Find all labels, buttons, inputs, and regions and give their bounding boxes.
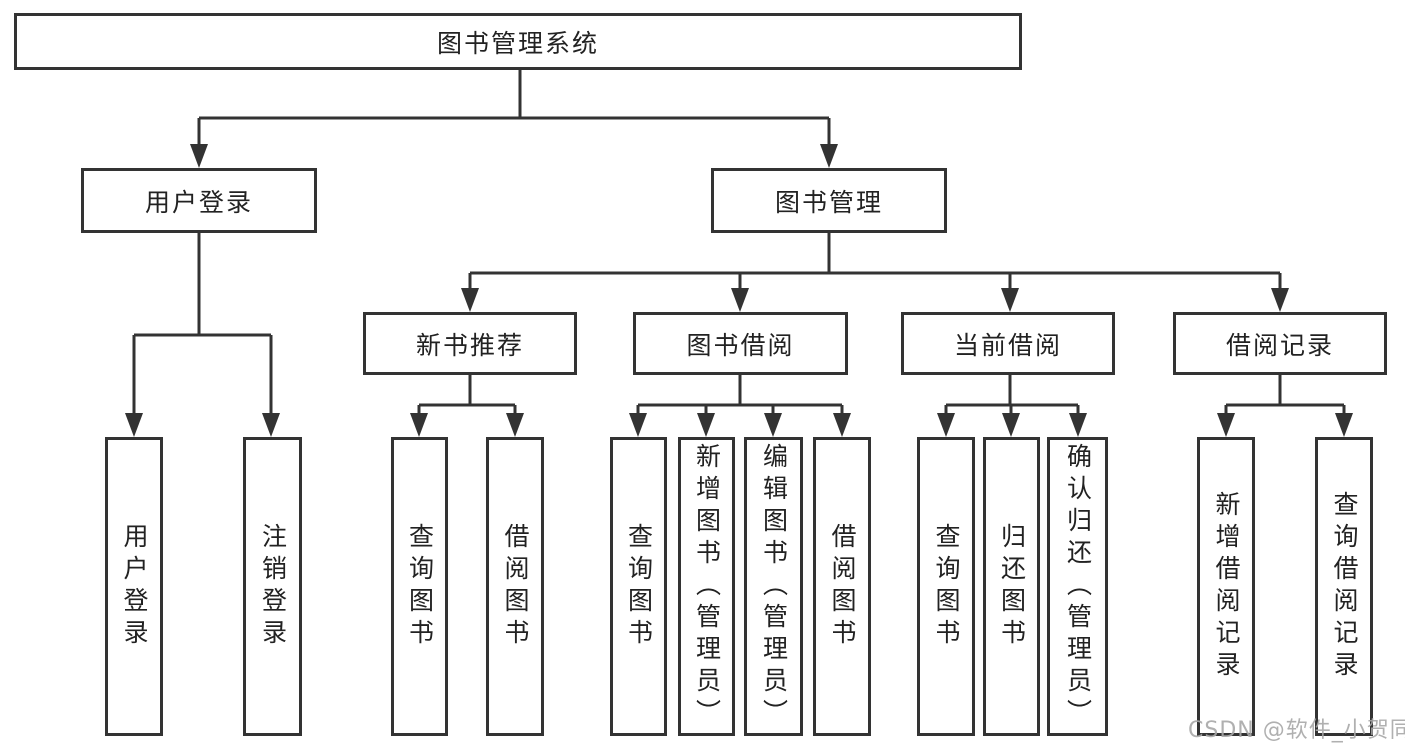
arrowhead xyxy=(1217,413,1235,437)
leaf-label: 编辑图书（管理员） xyxy=(759,442,789,731)
arrowhead xyxy=(1001,288,1019,312)
arrowhead xyxy=(262,413,280,437)
leaf-borrow-edit-books-admin: 编辑图书（管理员） xyxy=(744,437,803,736)
arrowhead xyxy=(461,288,479,312)
connector-user-to-leaves xyxy=(125,233,280,437)
leaf-label: 查询图书 xyxy=(932,522,961,651)
leaf-records-query-borrow-record: 查询借阅记录 xyxy=(1315,437,1373,736)
connector-root-to-level2 xyxy=(190,70,838,168)
arrowhead xyxy=(937,413,955,437)
leaf-current-confirm-return-admin: 确认归还（管理员） xyxy=(1047,437,1108,736)
leaf-borrow-add-books-admin: 新增图书（管理员） xyxy=(678,437,735,736)
node-label: 当前借阅 xyxy=(953,330,1062,360)
connector-bookmgmt-to-level3 xyxy=(461,233,1289,312)
leaf-label: 注销登录 xyxy=(258,522,288,651)
leaf-label: 新增借阅记录 xyxy=(1212,490,1241,683)
connector-newrec-to-leaves xyxy=(410,375,524,437)
arrowhead xyxy=(731,288,749,312)
node-label: 图书借阅 xyxy=(686,330,795,360)
leaf-borrow-query-books: 查询图书 xyxy=(610,437,667,736)
node-label: 图书管理系统 xyxy=(436,28,599,58)
arrowhead xyxy=(820,144,838,168)
leaf-current-query-books: 查询图书 xyxy=(917,437,975,736)
leaf-logout-login: 注销登录 xyxy=(243,437,302,736)
arrowhead xyxy=(1069,413,1087,437)
leaf-label: 查询图书 xyxy=(624,522,654,651)
node-label: 图书管理 xyxy=(774,187,883,217)
leaf-label: 新增图书（管理员） xyxy=(692,442,722,731)
arrowhead xyxy=(629,413,647,437)
leaf-newrec-borrow-books: 借阅图书 xyxy=(486,437,544,736)
arrowhead xyxy=(764,413,782,437)
leaf-borrow-borrow-books: 借阅图书 xyxy=(813,437,871,736)
connector-current-to-leaves xyxy=(937,375,1087,437)
leaf-label: 归还图书 xyxy=(997,522,1027,651)
leaf-label: 借阅图书 xyxy=(501,522,530,651)
leaf-user-login: 用户登录 xyxy=(105,437,163,736)
arrowhead xyxy=(506,413,524,437)
leaf-label: 查询借阅记录 xyxy=(1330,490,1359,683)
leaf-label: 借阅图书 xyxy=(828,522,857,651)
arrowhead xyxy=(1271,288,1289,312)
arrowhead xyxy=(1002,413,1020,437)
csdn-watermark: CSDN @软件_小贺同学 xyxy=(1188,718,1405,743)
leaf-label: 查询图书 xyxy=(405,522,435,651)
arrowhead xyxy=(410,413,428,437)
node-new-book-recommend: 新书推荐 xyxy=(363,312,577,375)
node-borrow-records: 借阅记录 xyxy=(1173,312,1387,375)
connector-records-to-leaves xyxy=(1217,375,1353,437)
leaf-label: 确认归还（管理员） xyxy=(1063,442,1093,731)
leaf-label: 用户登录 xyxy=(120,522,149,651)
node-book-borrow: 图书借阅 xyxy=(633,312,848,375)
arrowhead xyxy=(833,413,851,437)
arrowhead xyxy=(1335,413,1353,437)
node-label: 借阅记录 xyxy=(1225,330,1334,360)
leaf-records-add-borrow-record: 新增借阅记录 xyxy=(1197,437,1255,736)
node-label: 用户登录 xyxy=(144,187,253,217)
node-book-management-branch: 图书管理 xyxy=(711,168,947,233)
arrowhead xyxy=(190,144,208,168)
node-label: 新书推荐 xyxy=(415,330,524,360)
node-current-borrow: 当前借阅 xyxy=(901,312,1115,375)
connector-borrow-to-leaves xyxy=(629,375,851,437)
node-user-login-branch: 用户登录 xyxy=(81,168,317,233)
arrowhead xyxy=(125,413,143,437)
leaf-newrec-query-books: 查询图书 xyxy=(391,437,448,736)
node-library-management-system: 图书管理系统 xyxy=(14,13,1022,70)
arrowhead xyxy=(697,413,715,437)
leaf-current-return-books: 归还图书 xyxy=(983,437,1040,736)
